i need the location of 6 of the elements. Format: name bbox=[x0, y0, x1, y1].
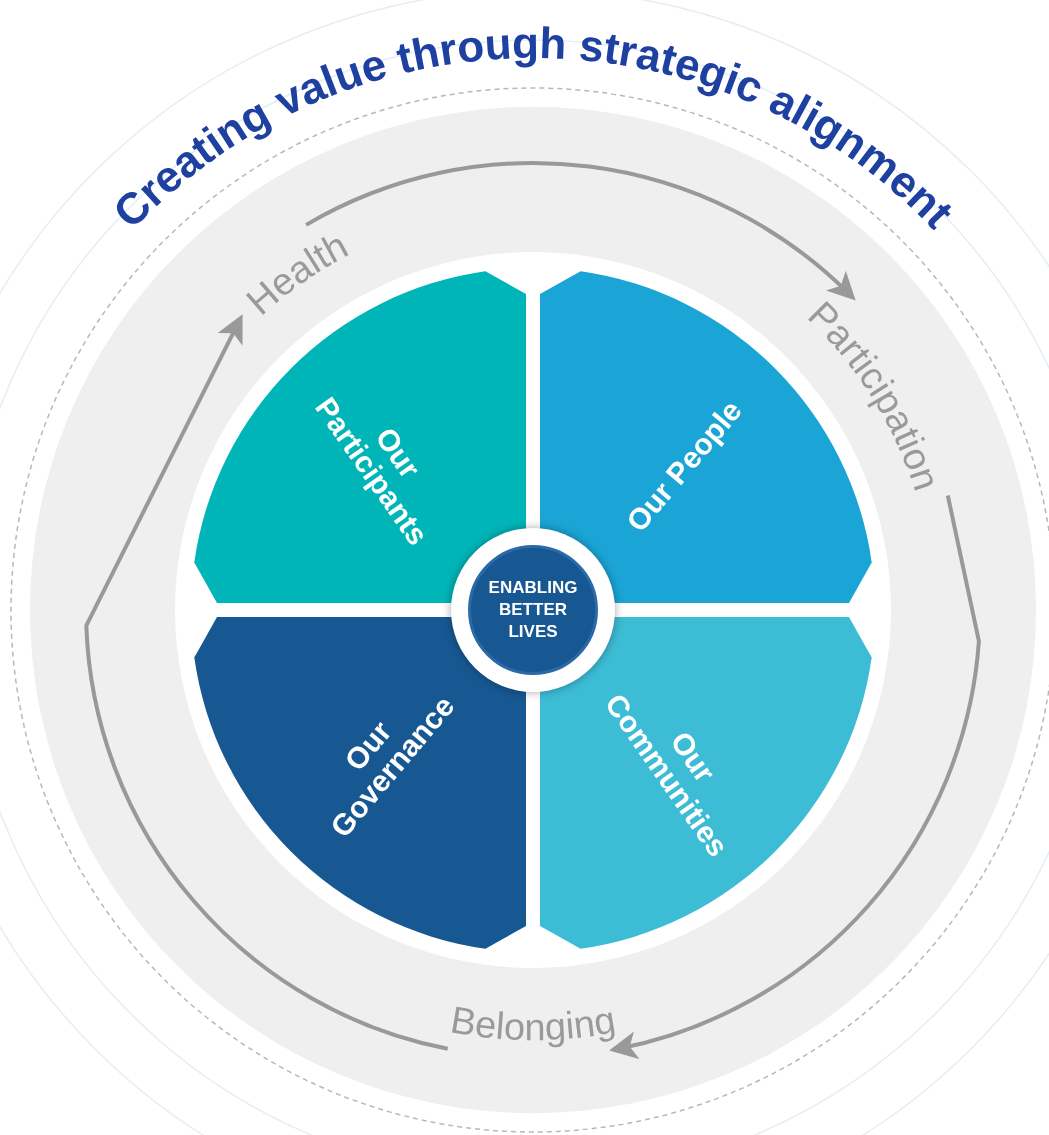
cycle-arrow bbox=[305, 161, 857, 301]
cycle-arrow bbox=[84, 314, 449, 1051]
center-circle bbox=[468, 545, 598, 675]
center-label: ENABLING BETTER LIVES bbox=[488, 576, 578, 644]
ring-label: Belonging bbox=[447, 998, 619, 1049]
cycle-arrow bbox=[609, 495, 981, 1058]
